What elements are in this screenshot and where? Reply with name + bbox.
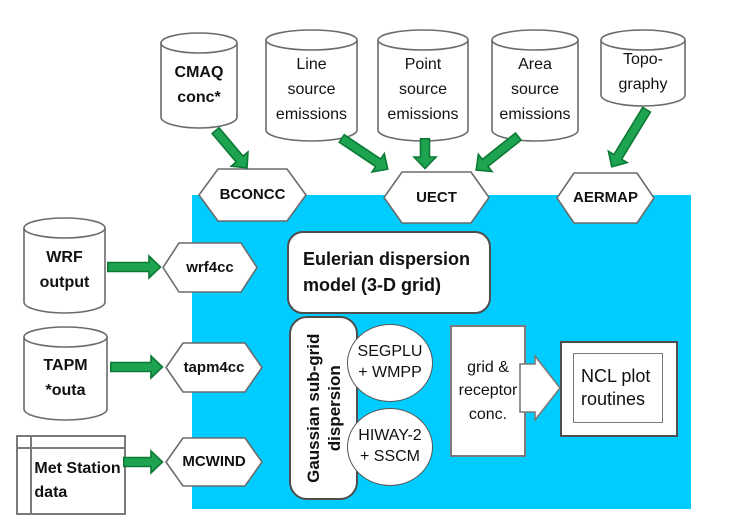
topography-label: Topo- graphy (618, 51, 668, 93)
output-flow-arrow-icon (519, 353, 562, 426)
bconcc-label: BCONCC (219, 186, 286, 203)
met-station-column-divider (30, 437, 32, 513)
met-station-data-label: Met Station data (34, 459, 121, 501)
point-source-emissions-cylinder: Point source emissions (377, 29, 469, 142)
topography-cylinder: Topo- graphy (600, 29, 686, 107)
point-source-emissions-label: Point source emissions (387, 56, 459, 123)
met-station-header-divider (18, 447, 124, 449)
wrf4cc-label: wrf4cc (186, 258, 234, 276)
arrow-point-source-to-uect (412, 138, 438, 170)
segplu-wmpp-circle: SEGPLU + WMPP (347, 324, 433, 402)
ncl-plot-routines-inner-box: NCL plot routines (573, 353, 663, 423)
ncl-plot-routines-box: NCL plot routines (560, 341, 678, 437)
tapm-outa-cylinder: TAPM *outa (23, 326, 108, 421)
arrow-tapm-to-tapm4cc (110, 354, 164, 380)
grid-receptor-conc-box: grid & receptor conc. (450, 325, 526, 457)
segplu-wmpp-label: SEGPLU + WMPP (357, 343, 423, 381)
arrow-line-source-to-uect (334, 127, 396, 181)
arrow-wrf-to-wrf4cc (107, 254, 162, 280)
aermap-label: AERMAP (572, 189, 638, 206)
gaussian-subgrid-box: Gaussian sub-grid dispersion (289, 316, 358, 500)
bconcc-hexagon: BCONCC (198, 168, 307, 222)
eulerian-model-label: Eulerian dispersion model (3-D grid) (303, 249, 471, 295)
uect-hexagon: UECT (383, 171, 490, 224)
tapm4cc-label: tapm4cc (183, 358, 245, 376)
mcwind-hexagon: MCWIND (165, 437, 263, 487)
wrf-output-cylinder: WRF output (23, 217, 106, 314)
tapm-outa-label: TAPM *outa (43, 356, 88, 399)
line-source-emissions-cylinder: Line source emissions (265, 29, 358, 142)
arrow-area-source-to-uect (467, 126, 527, 181)
met-station-data-box: Met Station data (16, 435, 126, 515)
gaussian-subgrid-label: Gaussian sub-grid dispersion (303, 333, 344, 483)
cmaq-conc-cylinder: CMAQ conc* (160, 32, 238, 129)
arrow-cmaq-to-bconcc (205, 122, 258, 178)
line-source-emissions-label: Line source emissions (275, 56, 348, 123)
wrf-output-label: WRF output (39, 248, 90, 291)
mcwind-label: MCWIND (182, 453, 246, 470)
arrow-topography-to-aermap (600, 102, 658, 175)
arrow-met-station-to-mcwind (123, 449, 164, 475)
ncl-plot-routines-label: NCL plot routines (581, 365, 651, 409)
tapm4cc-hexagon: tapm4cc (165, 342, 263, 393)
area-source-emissions-label: Area source emissions (499, 56, 571, 123)
area-source-emissions-cylinder: Area source emissions (491, 29, 579, 142)
wrf4cc-hexagon: wrf4cc (162, 242, 258, 293)
uect-label: UECT (416, 188, 457, 206)
hiway-sscm-label: HIWAY-2 + SSCM (358, 427, 422, 465)
hiway-sscm-circle: HIWAY-2 + SSCM (347, 408, 433, 486)
aermap-hexagon: AERMAP (556, 172, 655, 224)
cmaq-conc-label: CMAQ conc* (174, 63, 224, 106)
grid-receptor-conc-label: grid & receptor conc. (458, 359, 518, 423)
eulerian-model-box: Eulerian dispersion model (3-D grid) (287, 231, 491, 314)
